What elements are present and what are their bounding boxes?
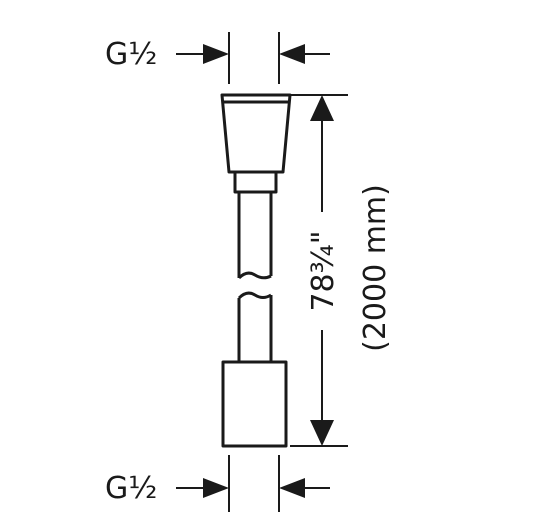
bottom-arrow-right-icon (279, 478, 305, 498)
length-arrow-up-icon (310, 95, 334, 121)
top-arrow-left-icon (203, 44, 229, 64)
top-collar (233, 172, 278, 194)
top-fitting (220, 93, 292, 280)
top-nut (220, 93, 292, 174)
bottom-fitting (221, 291, 288, 448)
top-thread-label: G½ (105, 37, 157, 72)
length-metric-label: (2000 mm) (358, 184, 393, 352)
bottom-thread-label: G½ (105, 471, 157, 506)
top-break-line (237, 271, 272, 280)
bottom-nut (221, 360, 288, 448)
length-imperial-label: 78¾" (306, 230, 341, 311)
bottom-thread-dimension: G½ (105, 455, 330, 512)
length-dimension: 78¾" (2000 mm) (288, 94, 393, 447)
top-arrow-right-icon (279, 44, 305, 64)
top-thread-dimension: G½ (105, 32, 330, 84)
bottom-break-line (237, 291, 272, 300)
bottom-arrow-left-icon (203, 478, 229, 498)
length-arrow-down-icon (310, 420, 334, 446)
